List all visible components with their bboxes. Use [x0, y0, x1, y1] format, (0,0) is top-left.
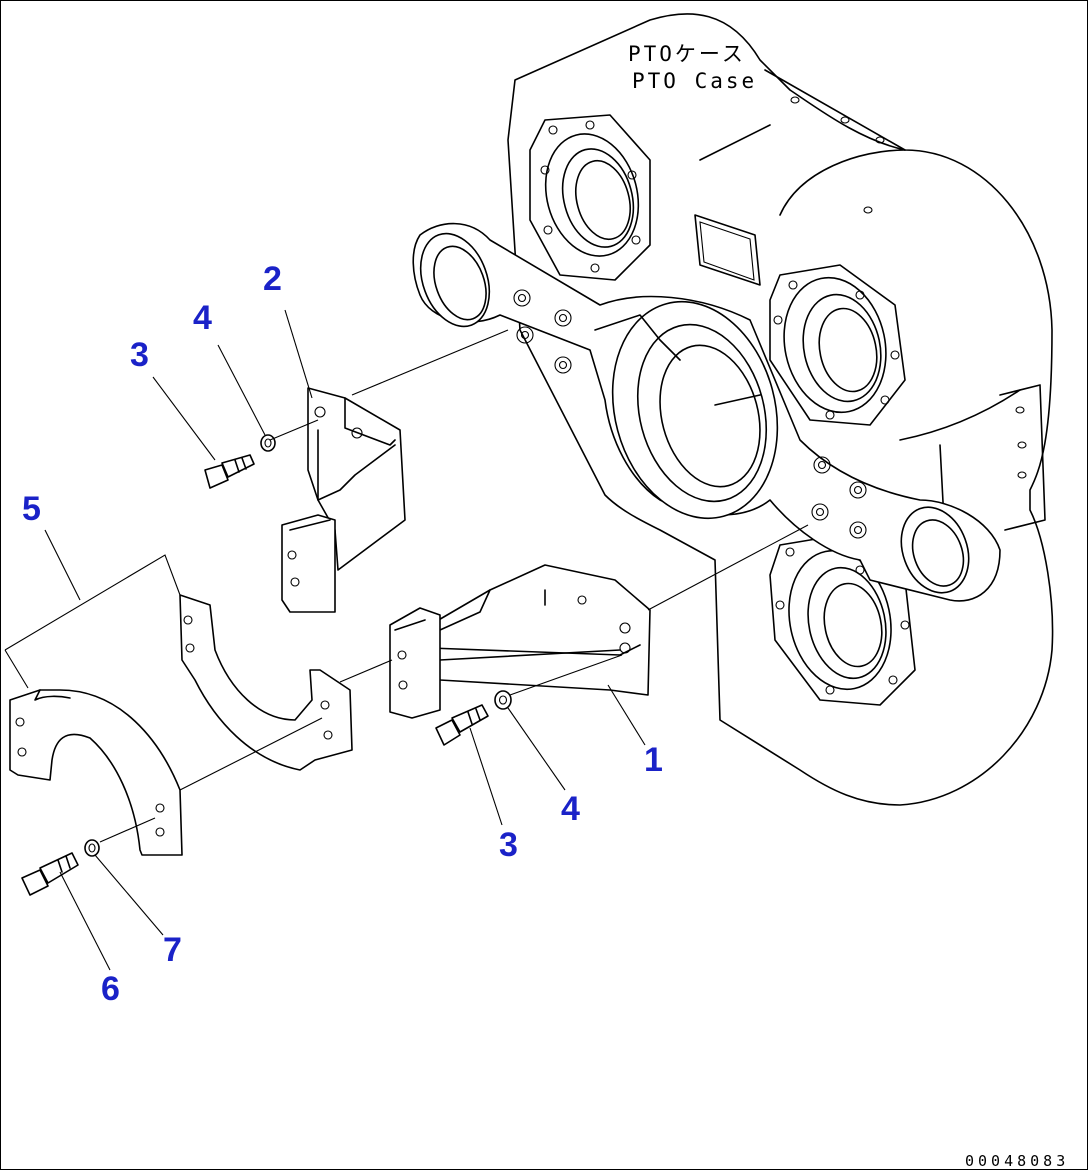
washer-4-lower: [494, 690, 512, 710]
assembly-lines: [99, 329, 809, 843]
callout-6: 6: [101, 970, 120, 1008]
callout-3-upper: 3: [130, 336, 149, 374]
callout-2: 2: [263, 260, 282, 298]
callout-3-lower: 3: [499, 826, 518, 864]
bracket-2: [281, 387, 406, 613]
callout-4-lower: 4: [561, 790, 580, 828]
washer-7: [84, 839, 100, 857]
mounting-plate: [412, 222, 1001, 602]
guard-5: [9, 594, 353, 856]
document-id: 00048083: [965, 1152, 1069, 1170]
callout-7: 7: [163, 931, 182, 969]
leader-lines: [4, 309, 646, 971]
case-label-en: PTO Case: [632, 69, 757, 93]
bolt-3-upper: [204, 454, 255, 489]
callout-1: 1: [644, 741, 663, 779]
case-label-jp: PTOケース: [628, 42, 746, 66]
callout-4-upper: 4: [193, 299, 212, 337]
callout-5: 5: [22, 490, 41, 528]
washer-4-upper: [260, 434, 276, 452]
bolt-6: [21, 852, 79, 896]
bracket-1: [389, 564, 651, 719]
bolt-3-lower: [435, 704, 489, 746]
